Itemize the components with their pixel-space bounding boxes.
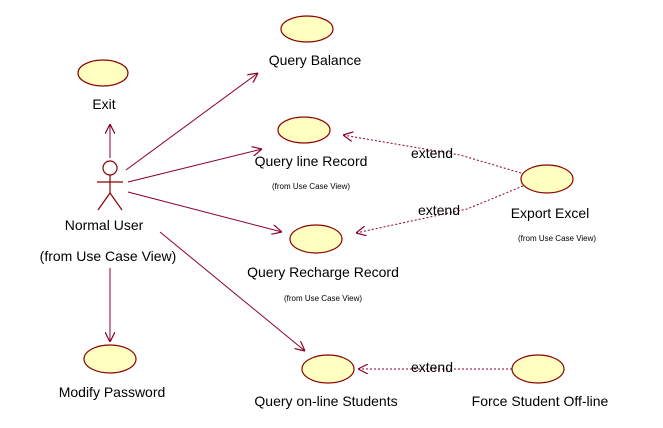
use-case-query-online-students[interactable] — [301, 354, 355, 384]
use-case-force-student-offline[interactable] — [511, 354, 565, 384]
use-case-source-query-line-record: (from Use Case View) — [272, 182, 350, 191]
use-case-query-balance[interactable] — [280, 15, 334, 43]
associations — [110, 73, 305, 351]
actor-normal-user[interactable] — [97, 160, 123, 211]
association-query-line-record — [127, 149, 262, 183]
extend-dependencies — [343, 135, 524, 369]
use-case-source-query-recharge-record: (from Use Case View) — [284, 294, 362, 303]
use-case-label-modify-password: Modify Password — [59, 384, 166, 400]
association-query-recharge-record — [127, 191, 282, 232]
extend-label-recharge-record: extend — [418, 202, 460, 218]
use-case-modify-password[interactable] — [83, 344, 137, 374]
extend-recharge-record — [356, 185, 524, 233]
extend-label-online-students: extend — [411, 359, 453, 375]
use-case-exit[interactable] — [77, 59, 129, 87]
extend-line-record — [343, 135, 522, 174]
use-case-label-query-balance: Query Balance — [269, 52, 362, 68]
use-case-label-export-excel: Export Excel — [511, 205, 590, 221]
actor-label-normal-user: Normal User — [65, 217, 144, 233]
use-case-label-query-recharge-record: Query Recharge Record — [247, 264, 399, 280]
actor-source-label: (from Use Case View) — [40, 248, 177, 264]
use-case-label-query-online-students: Query on-line Students — [254, 393, 397, 409]
use-case-label-query-line-record: Query line Record — [255, 153, 368, 169]
association-query-online-students — [159, 231, 305, 351]
use-case-label-exit: Exit — [92, 96, 115, 112]
use-case-query-line-record[interactable] — [277, 116, 331, 144]
use-case-label-force-student-offline: Force Student Off-line — [472, 393, 609, 409]
use-case-query-recharge-record[interactable] — [289, 224, 343, 254]
extend-label-line-record: extend — [411, 145, 453, 161]
use-case-export-excel[interactable] — [520, 164, 574, 194]
use-case-source-export-excel: (from Use Case View) — [518, 234, 596, 243]
association-query-balance — [125, 73, 258, 171]
